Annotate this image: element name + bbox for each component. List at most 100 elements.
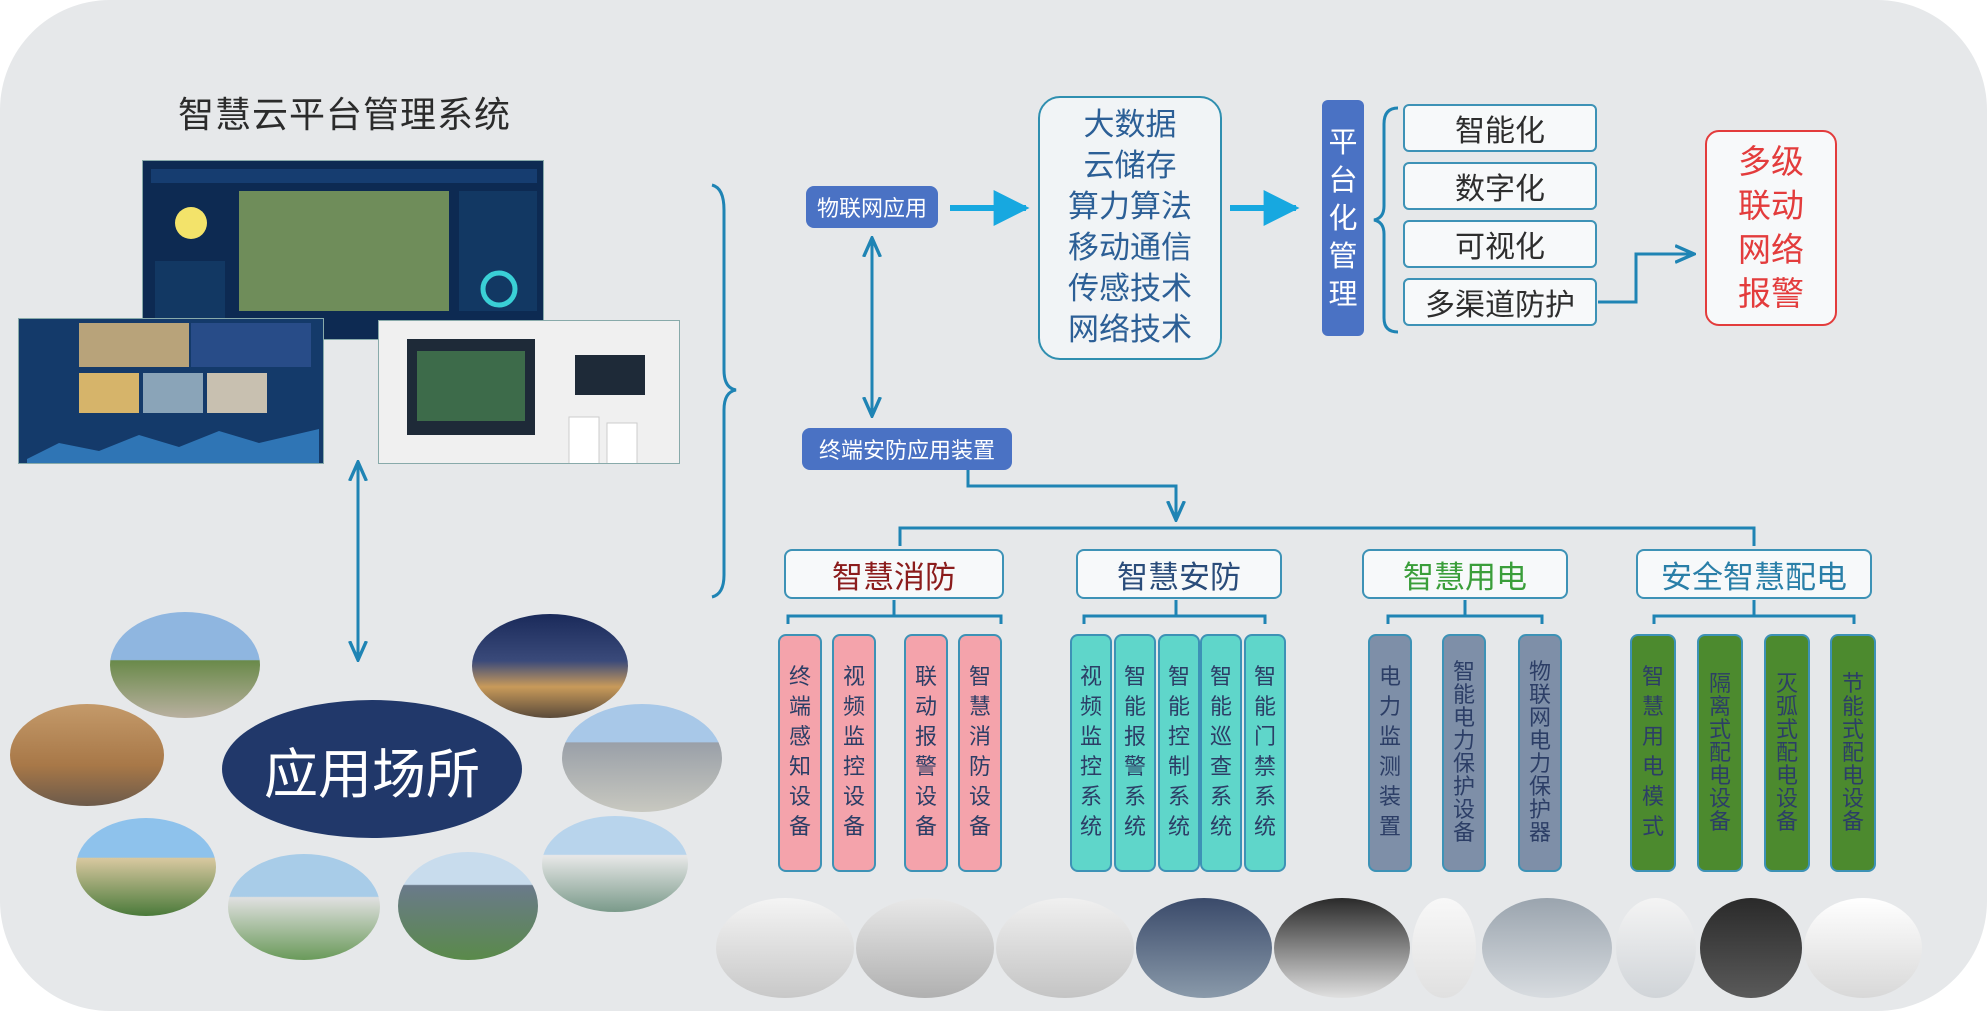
- device-char: 统: [1079, 815, 1102, 840]
- device-char: 式: [1641, 815, 1664, 840]
- category-smart-security: 智慧安防: [1076, 549, 1282, 599]
- device-column: 智慧消防设备: [958, 634, 1002, 872]
- device-char: 视: [842, 665, 865, 690]
- device-char: 感: [788, 725, 811, 750]
- device-char: 备: [1708, 809, 1731, 835]
- device-char: 能: [1841, 694, 1864, 720]
- venue-photo-gate: [110, 612, 260, 718]
- attribute-brace: [1373, 106, 1399, 334]
- device-char: 设: [1775, 786, 1798, 812]
- device-char: 监: [842, 725, 865, 750]
- device-char: 装: [1378, 785, 1401, 810]
- platform-char: 化: [1328, 201, 1358, 235]
- device-column: 联动报警设备: [904, 634, 948, 872]
- device-char: 设: [914, 785, 937, 810]
- venue-photo-tower: [398, 852, 538, 960]
- device-char: 频: [1079, 695, 1102, 720]
- device-column: 智能电力保护设备: [1442, 634, 1486, 872]
- device-char: 配: [1708, 740, 1731, 766]
- product-photo: [996, 898, 1134, 998]
- device-column: 视频监控系统: [1070, 634, 1112, 872]
- device-char: 系: [1209, 785, 1232, 810]
- device-char: 知: [788, 755, 811, 780]
- device-char: 能: [1209, 695, 1232, 720]
- device-column: 智能门禁系统: [1244, 634, 1286, 872]
- device-char: 力: [1378, 695, 1401, 720]
- device-char: 系: [1079, 785, 1102, 810]
- device-char: 统: [1253, 815, 1276, 840]
- device-char: 报: [1123, 725, 1146, 750]
- left-brace: [711, 183, 737, 599]
- attribute-digital: 数字化: [1403, 162, 1597, 210]
- device-column: 智能巡查系统: [1200, 634, 1242, 872]
- device-char: 门: [1253, 725, 1276, 750]
- device-char: 网: [1528, 706, 1551, 731]
- device-char: 控: [1079, 755, 1102, 780]
- device-char: 物: [1528, 660, 1551, 685]
- alarm-line: 多级: [1738, 142, 1804, 181]
- device-char: 设: [1452, 798, 1475, 823]
- venue-photo-office: [562, 704, 722, 812]
- device-char: 力: [1528, 752, 1551, 777]
- device-char: 智: [1123, 665, 1146, 690]
- device-char: 节: [1841, 671, 1864, 697]
- technology-box: 大数据 云储存 算力算法 移动通信 传感技术 网络技术: [1038, 96, 1222, 360]
- category-smart-fire: 智慧消防: [784, 549, 1004, 599]
- device-char: 备: [914, 815, 937, 840]
- device-char: 备: [842, 815, 865, 840]
- product-photo: [1274, 898, 1410, 998]
- device-char: 端: [788, 695, 811, 720]
- device-char: 用: [1641, 725, 1664, 750]
- device-char: 控: [1167, 725, 1190, 750]
- multi-level-alarm-box: 多级 联动 网络 报警: [1705, 130, 1837, 326]
- device-char: 式: [1775, 717, 1798, 743]
- device-char: 巡: [1209, 725, 1232, 750]
- alarm-line: 网络: [1738, 230, 1804, 269]
- device-column: 节能式配电设备: [1830, 634, 1876, 872]
- tech-item: 云储存: [1083, 148, 1177, 184]
- device-char: 系: [1167, 785, 1190, 810]
- control-room-photo: [378, 320, 680, 464]
- device-char: 制: [1167, 755, 1190, 780]
- device-char: 式: [1841, 717, 1864, 743]
- tech-item: 传感技术: [1068, 271, 1192, 307]
- tech-item: 算力算法: [1068, 189, 1192, 225]
- venue-photo-campus: [542, 816, 688, 912]
- venue-photo-street: [10, 704, 164, 806]
- device-column: 智能报警系统: [1114, 634, 1156, 872]
- device-char: 备: [1775, 809, 1798, 835]
- product-photo: [1482, 898, 1612, 998]
- device-char: 能: [1452, 683, 1475, 708]
- device-char: 电: [1378, 665, 1401, 690]
- product-photo: [1700, 898, 1802, 998]
- product-photo: [1136, 898, 1272, 998]
- terminal-device-label: 终端安防应用装置: [802, 428, 1012, 470]
- category-smart-electricity: 智慧用电: [1362, 549, 1568, 599]
- device-char: 力: [1452, 729, 1475, 754]
- system-title: 智慧云平台管理系统: [178, 95, 512, 136]
- tech-item: 大数据: [1083, 107, 1177, 143]
- device-column: 灭弧式配电设备: [1764, 634, 1810, 872]
- category-safe-distribution: 安全智慧配电: [1636, 549, 1872, 599]
- device-char: 智: [1253, 665, 1276, 690]
- device-char: 禁: [1253, 755, 1276, 780]
- device-char: 电: [1528, 729, 1551, 754]
- device-char: 动: [914, 695, 937, 720]
- monitoring-screenshot: [18, 318, 324, 464]
- device-char: 监: [1079, 725, 1102, 750]
- device-char: 护: [1452, 775, 1475, 800]
- device-char: 警: [1123, 755, 1146, 780]
- device-char: 终: [788, 665, 811, 690]
- device-column: 智慧用电模式: [1630, 634, 1676, 872]
- device-char: 系: [1123, 785, 1146, 810]
- product-photo: [856, 898, 994, 998]
- device-char: 查: [1209, 755, 1232, 780]
- attribute-visual: 可视化: [1403, 220, 1597, 268]
- device-char: 保: [1452, 752, 1475, 777]
- device-char: 智: [1452, 660, 1475, 685]
- device-char: 智: [1167, 665, 1190, 690]
- device-char: 能: [1253, 695, 1276, 720]
- device-column: 电力监测装置: [1368, 634, 1412, 872]
- device-char: 配: [1775, 740, 1798, 766]
- device-char: 电: [1775, 763, 1798, 789]
